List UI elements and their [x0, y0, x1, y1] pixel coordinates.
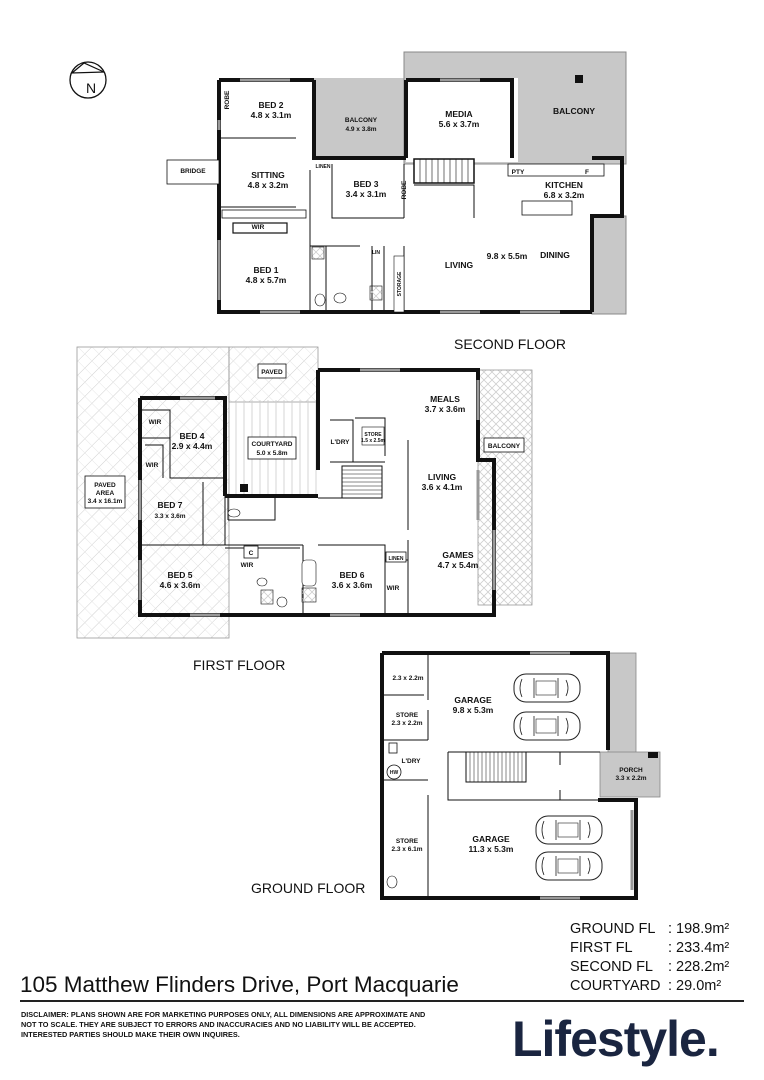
- store1-dim: 2.3 x 2.2m: [391, 720, 422, 727]
- porch-dim: 3.3 x 2.2m: [615, 775, 646, 782]
- disclaimer-text: DISCLAIMER: PLANS SHOWN ARE FOR MARKETIN…: [21, 1010, 426, 1039]
- paved-area-dim: 3.4 x 16.1m: [88, 498, 123, 505]
- meals-label: MEALS: [430, 394, 460, 404]
- garage2-dim: 11.3 x 5.3m: [469, 844, 514, 854]
- wir-label: WIR: [252, 224, 265, 231]
- property-address: 105 Matthew Flinders Drive, Port Macquar…: [20, 972, 459, 997]
- wir-b-label: WIR: [146, 462, 159, 469]
- bed2-label: BED 2: [258, 100, 283, 110]
- porch-label: PORCH: [619, 767, 643, 774]
- bed7-dim: 3.3 x 3.6m: [154, 513, 185, 520]
- sitting-dim: 4.8 x 3.2m: [248, 180, 289, 190]
- garage1-label: GARAGE: [454, 695, 492, 705]
- area-label: FIRST FL: [570, 940, 633, 956]
- bed4-label: BED 4: [179, 431, 204, 441]
- kitchen-label: KITCHEN: [545, 180, 583, 190]
- area-value: : 228.2m²: [668, 959, 730, 975]
- area-row: FIRST FL : 233.4m²: [570, 939, 748, 958]
- area-value: : 29.0m²: [668, 978, 722, 994]
- dining-label: DINING: [540, 250, 570, 260]
- meals-dim: 3.7 x 3.6m: [425, 404, 466, 414]
- bed5-label: BED 5: [167, 570, 192, 580]
- first-floor-labels: PAVED MEALS 3.7 x 3.6m WIR BED 4 2.9 x 4…: [88, 369, 521, 592]
- wir-d-label: WIR: [387, 585, 400, 592]
- sitting-label: SITTING: [251, 170, 285, 180]
- garage2-label: GARAGE: [472, 834, 510, 844]
- c-label: C: [249, 550, 254, 557]
- garage1-dim: 9.8 x 5.3m: [453, 705, 494, 715]
- brand-logo: Lifestyle.: [512, 1011, 720, 1067]
- balcony2-label: BALCONY: [553, 106, 595, 116]
- living-label: LIVING: [428, 472, 457, 482]
- living-dim: 3.6 x 4.1m: [422, 482, 463, 492]
- paved-area-label-2: AREA: [96, 490, 115, 497]
- first-floor-plan: [76, 346, 533, 639]
- balcony-label: BALCONY: [488, 443, 521, 450]
- games-label: GAMES: [442, 550, 474, 560]
- linen-label: LINEN: [389, 556, 404, 562]
- paved-label: PAVED: [261, 369, 283, 376]
- bed2-dim: 4.8 x 3.1m: [251, 110, 292, 120]
- kitchen-dim: 6.8 x 3.2m: [544, 190, 585, 200]
- small-room-dim: 2.3 x 2.2m: [392, 675, 423, 682]
- bed4-dim: 2.9 x 4.4m: [172, 441, 213, 451]
- second-floor-plan: [166, 51, 627, 315]
- second-floor-title: SECOND FLOOR: [454, 336, 567, 352]
- balcony-1-fill: [314, 78, 406, 160]
- bridge-label: BRIDGE: [180, 168, 206, 175]
- area-label: COURTYARD: [570, 978, 661, 994]
- balcony1-label: BALCONY: [345, 117, 378, 124]
- first-floor-title: FIRST FLOOR: [193, 657, 286, 673]
- bed6-label: BED 6: [339, 570, 364, 580]
- living-label: LIVING: [445, 260, 474, 270]
- bed1-dim: 4.8 x 5.7m: [246, 275, 287, 285]
- laundry-label: L'DRY: [402, 758, 422, 765]
- courtyard-dim: 5.0 x 5.8m: [256, 450, 287, 457]
- paved-area-label-1: PAVED: [94, 482, 116, 489]
- bed3-dim: 3.4 x 3.1m: [346, 189, 387, 199]
- area-row: SECOND FL : 228.2m²: [570, 958, 748, 977]
- area-row: COURTYARD : 29.0m²: [570, 977, 748, 996]
- store1-label: STORE: [396, 712, 419, 719]
- games-dim: 4.7 x 5.4m: [438, 560, 479, 570]
- hot-water-label: HW: [390, 770, 399, 776]
- svg-text:N: N: [86, 80, 96, 96]
- area-label: SECOND FL: [570, 959, 653, 975]
- wir-a-label: WIR: [149, 419, 162, 426]
- store2-dim: 2.3 x 6.1m: [391, 846, 422, 853]
- north-compass-icon: N: [69, 61, 107, 99]
- bed6-dim: 3.6 x 3.6m: [332, 580, 373, 590]
- bed3-label: BED 3: [353, 179, 378, 189]
- ground-floor-plan: [380, 651, 661, 900]
- laundry-label: L'DRY: [331, 439, 351, 446]
- footer-divider: [20, 1000, 744, 1002]
- lin-label: LIN: [372, 250, 380, 256]
- bed5-dim: 4.6 x 3.6m: [160, 580, 201, 590]
- linen-label: LINEN: [316, 164, 331, 170]
- area-row: GROUND FL : 198.9m²: [570, 920, 748, 939]
- second-floor-labels: ROBE BED 2 4.8 x 3.1m BALCONY 4.9 x 3.8m…: [180, 90, 595, 296]
- living-dim: 9.8 x 5.5m: [487, 251, 528, 261]
- courtyard-label: COURTYARD: [252, 441, 293, 448]
- bed1-label: BED 1: [253, 265, 278, 275]
- fridge-label: F: [585, 169, 589, 176]
- storage-label: STORAGE: [397, 271, 403, 296]
- store-label: STORE: [364, 432, 382, 438]
- media-label: MEDIA: [445, 109, 472, 119]
- pantry-label: PTY: [512, 169, 525, 176]
- robe2-label: ROBE: [401, 180, 408, 199]
- bed7-label: BED 7: [157, 500, 182, 510]
- area-label: GROUND FL: [570, 921, 656, 937]
- floor-areas-table: GROUND FL : 198.9m² FIRST FL : 233.4m² S…: [570, 920, 748, 996]
- balcony1-dim: 4.9 x 3.8m: [345, 126, 376, 133]
- wir-c-label: WIR: [241, 562, 254, 569]
- store2-label: STORE: [396, 838, 419, 845]
- ground-floor-title: GROUND FLOOR: [251, 880, 366, 896]
- store-dim: 1.5 x 2.5m: [361, 438, 385, 444]
- ground-floor-labels: 2.3 x 2.2m GARAGE 9.8 x 5.3m STORE 2.3 x…: [390, 675, 647, 854]
- area-value: : 233.4m²: [668, 940, 730, 956]
- media-dim: 5.6 x 3.7m: [439, 119, 480, 129]
- area-value: : 198.9m²: [668, 921, 730, 937]
- robe-label: ROBE: [224, 90, 231, 109]
